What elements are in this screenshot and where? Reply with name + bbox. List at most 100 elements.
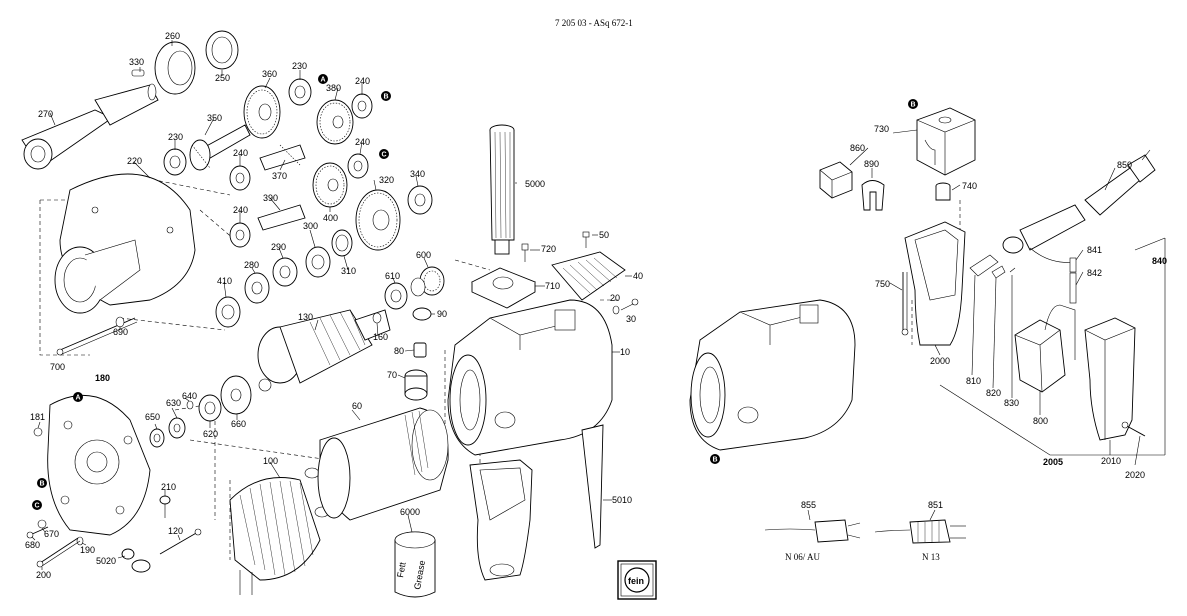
label-240b: 240 xyxy=(233,148,248,158)
screw-50 xyxy=(582,231,590,248)
washer-20 xyxy=(612,305,620,315)
bearing-610 xyxy=(384,282,408,310)
label-620: 620 xyxy=(203,429,218,439)
washer-670 xyxy=(37,519,47,529)
label-855: 855 xyxy=(801,500,816,510)
ring-410 xyxy=(215,296,241,328)
label-720: 720 xyxy=(541,244,556,254)
screw-210 xyxy=(159,495,171,518)
handle-half-2010 xyxy=(1084,317,1136,441)
label-20: 20 xyxy=(610,293,620,303)
motor-housing-60 xyxy=(317,407,449,521)
label-600: 600 xyxy=(416,250,431,260)
screw-120 xyxy=(159,528,202,555)
label-2010: 2010 xyxy=(1101,456,1121,466)
bearing-240-c xyxy=(347,153,369,179)
label-300: 300 xyxy=(303,221,318,231)
brush-holder-70 xyxy=(404,369,428,401)
ring-650 xyxy=(149,428,165,448)
module-860 xyxy=(819,161,853,199)
label-270: 270 xyxy=(38,109,53,119)
knob-740 xyxy=(935,182,951,201)
clamp-810 xyxy=(969,254,999,277)
part-labels: 330 260 250 270 230 220 350 360 230 380 … xyxy=(25,31,1167,580)
label-610: 610 xyxy=(385,271,400,281)
svg-text:C: C xyxy=(382,152,387,159)
handle-housing-lower xyxy=(469,459,533,581)
label-380: 380 xyxy=(326,83,341,93)
label-230b: 230 xyxy=(292,61,307,71)
label-842: 842 xyxy=(1087,268,1102,278)
label-250: 250 xyxy=(215,73,230,83)
label-240a: 240 xyxy=(355,76,370,86)
label-70: 70 xyxy=(387,370,397,380)
switch-cover-730 xyxy=(916,107,976,176)
label-710: 710 xyxy=(545,281,560,291)
label-160: 160 xyxy=(373,332,388,342)
marker-a-1: A xyxy=(318,74,328,84)
label-5000: 5000 xyxy=(525,179,545,189)
bearing-230-top xyxy=(288,78,312,106)
label-350: 350 xyxy=(207,113,222,123)
ring-290 xyxy=(272,257,298,287)
vent-cover-40 xyxy=(551,251,626,301)
svg-text:B: B xyxy=(911,102,916,109)
ring-250 xyxy=(205,30,239,70)
label-2020: 2020 xyxy=(1125,470,1145,480)
label-290: 290 xyxy=(271,242,286,252)
label-40: 40 xyxy=(633,271,643,281)
gear-360 xyxy=(243,85,281,139)
label-660: 660 xyxy=(231,419,246,429)
marker-b-2: B xyxy=(37,478,47,488)
label-841: 841 xyxy=(1087,245,1102,255)
cable-sleeve-841 xyxy=(1069,257,1077,304)
label-2000: 2000 xyxy=(930,356,950,366)
label-730: 730 xyxy=(874,124,889,134)
label-180: 180 xyxy=(95,373,110,383)
cap-90 xyxy=(412,307,432,321)
bearing-340 xyxy=(407,185,433,215)
label-50: 50 xyxy=(599,230,609,240)
plug-855 xyxy=(764,519,861,543)
grease-can-6000 xyxy=(394,531,436,598)
gear-400 xyxy=(312,162,348,208)
label-820: 820 xyxy=(986,388,1001,398)
bearing-240-b xyxy=(229,165,251,191)
grease-can-text-1: Fett xyxy=(395,561,408,578)
label-260: 260 xyxy=(165,31,180,41)
wedge-tool-5010 xyxy=(581,424,604,549)
marker-b-4: B xyxy=(710,454,720,464)
screw-2020 xyxy=(1121,421,1146,437)
label-390: 390 xyxy=(263,193,278,203)
brush-80 xyxy=(413,342,427,358)
armature-shaft-160 xyxy=(372,312,382,324)
handle-half-2000 xyxy=(904,221,966,346)
shaft-350 xyxy=(189,124,251,171)
cable-guard xyxy=(1002,204,1086,263)
svg-text:C: C xyxy=(35,503,40,510)
label-851: 851 xyxy=(928,500,943,510)
bearing-300 xyxy=(305,246,331,278)
diagram-title: 7 205 03 - ASq 672-1 xyxy=(555,18,633,28)
ring-640 xyxy=(186,400,194,410)
screw-750 xyxy=(901,272,909,336)
marker-b-1: B xyxy=(381,91,391,101)
label-120: 120 xyxy=(168,526,183,536)
key-330 xyxy=(131,69,145,77)
label-5020: 5020 xyxy=(96,556,116,566)
bearing-240-d xyxy=(229,222,251,248)
clip-890 xyxy=(861,180,885,211)
screw-680 xyxy=(26,526,49,539)
label-10: 10 xyxy=(620,347,630,357)
label-6000: 6000 xyxy=(400,507,420,517)
label-130: 130 xyxy=(298,312,313,322)
label-80: 80 xyxy=(394,346,404,356)
spindle-270 xyxy=(21,83,159,170)
label-750: 750 xyxy=(875,279,890,289)
shaft-370 xyxy=(259,144,306,171)
fein-logo: fein xyxy=(617,560,657,600)
bearing-240-a xyxy=(351,93,373,119)
label-330: 330 xyxy=(129,57,144,67)
label-850: 850 xyxy=(1117,160,1132,170)
